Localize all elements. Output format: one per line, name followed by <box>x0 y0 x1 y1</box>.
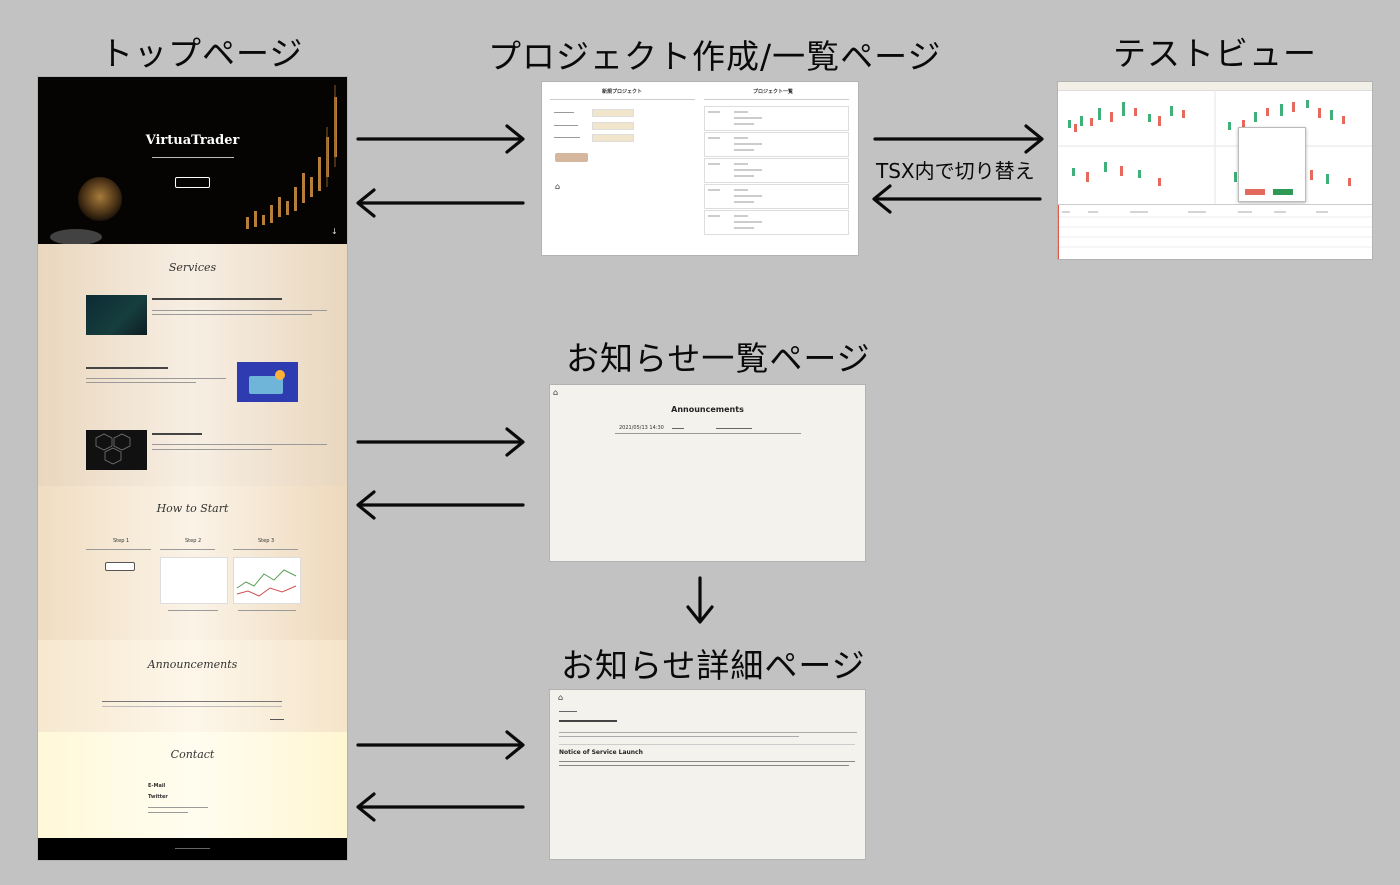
top-page-title: トップページ <box>100 34 304 73</box>
bitcoin-coin-icon <box>78 177 122 221</box>
project-list <box>704 106 849 249</box>
home-icon[interactable]: ⌂ <box>553 388 559 397</box>
funds-input[interactable] <box>592 134 634 142</box>
step-2-screenshot <box>160 557 228 604</box>
service-image-1 <box>86 295 147 335</box>
new-project-header: 新規プロジェクト <box>602 89 643 95</box>
how-to-start-section: How to Start Step 1 Step 2 Step 3 <box>38 486 347 640</box>
project-name-input[interactable] <box>592 109 634 117</box>
start-date-input[interactable] <box>592 122 634 130</box>
home-icon[interactable]: ⌂ <box>558 693 564 702</box>
trade-history-table <box>1058 204 1372 259</box>
arrow-list-to-detail <box>686 576 714 624</box>
service-image-3 <box>86 430 147 470</box>
create-project-button[interactable] <box>555 153 588 162</box>
how-to-start-heading: How to Start <box>156 502 229 515</box>
test-view-thumbnail[interactable] <box>1058 82 1372 259</box>
project-page-thumbnail[interactable]: 新規プロジェクト プロジェクト一覧 ⌂ <box>542 82 858 255</box>
step-2-label: Step 2 <box>185 538 202 544</box>
arrow-top-to-ann-detail <box>356 730 525 760</box>
hero-chart-graphic <box>50 85 337 244</box>
contact-email[interactable]: E-Mail <box>148 783 166 789</box>
project-page-title: プロジェクト作成/一覧ページ <box>488 37 942 76</box>
contact-heading: Contact <box>170 748 215 761</box>
announcements-heading: Announcements <box>147 658 238 671</box>
step-3-screenshot <box>233 557 301 604</box>
notice-heading-en: Notice of Service Launch <box>559 749 643 756</box>
services-heading: Services <box>168 261 217 274</box>
arrow-ann-list-to-top <box>356 490 525 520</box>
scroll-down-icon[interactable]: ↓ <box>331 227 338 236</box>
announcements-section: Announcements <box>38 640 347 732</box>
home-icon[interactable]: ⌂ <box>555 182 561 191</box>
sell-button[interactable] <box>1245 189 1265 195</box>
announcements-list-heading: Announcements <box>671 405 744 414</box>
step-3-label: Step 3 <box>258 538 275 544</box>
step-1-label: Step 1 <box>113 538 130 544</box>
test-view-title: テストビュー <box>1113 34 1317 73</box>
services-section: Services <box>38 244 347 486</box>
announcement-detail-thumbnail[interactable]: ⌂ Notice of Service Launch <box>550 690 865 859</box>
footer <box>38 838 347 860</box>
candlestick-charts <box>1058 90 1372 208</box>
project-list-header: プロジェクト一覧 <box>753 89 794 95</box>
top-page-thumbnail[interactable]: VirtuaTrader ↓ Services How to Start Ste… <box>38 77 347 860</box>
arrow-ann-detail-to-top <box>356 792 525 822</box>
announcement-detail-title: お知らせ詳細ページ <box>561 646 866 685</box>
arrow-project-to-top <box>356 188 525 218</box>
contact-twitter[interactable]: Twitter <box>148 794 168 800</box>
step-1-button[interactable] <box>105 562 135 571</box>
arrow-top-to-ann-list <box>356 427 525 457</box>
arrow-test-to-project <box>872 184 1042 214</box>
contact-section: Contact E-Mail Twitter <box>38 732 347 838</box>
service-image-2 <box>237 362 298 402</box>
order-dialog[interactable] <box>1238 127 1306 202</box>
announcement-list-title: お知らせ一覧ページ <box>566 339 871 378</box>
arrow-project-to-test <box>873 124 1044 154</box>
buy-button[interactable] <box>1273 189 1293 195</box>
hero-cta-button[interactable] <box>175 177 210 188</box>
brand-logo: VirtuaTrader <box>145 133 240 148</box>
arrow-top-to-project <box>356 124 525 154</box>
tsx-switch-label: TSX内で切り替え <box>876 159 1035 183</box>
hero-section: VirtuaTrader ↓ <box>38 77 347 244</box>
announcement-row-date: 2021/05/13 14:30 <box>619 425 664 431</box>
announcement-list-thumbnail[interactable]: ⌂ Announcements 2021/05/13 14:30 <box>550 385 865 561</box>
